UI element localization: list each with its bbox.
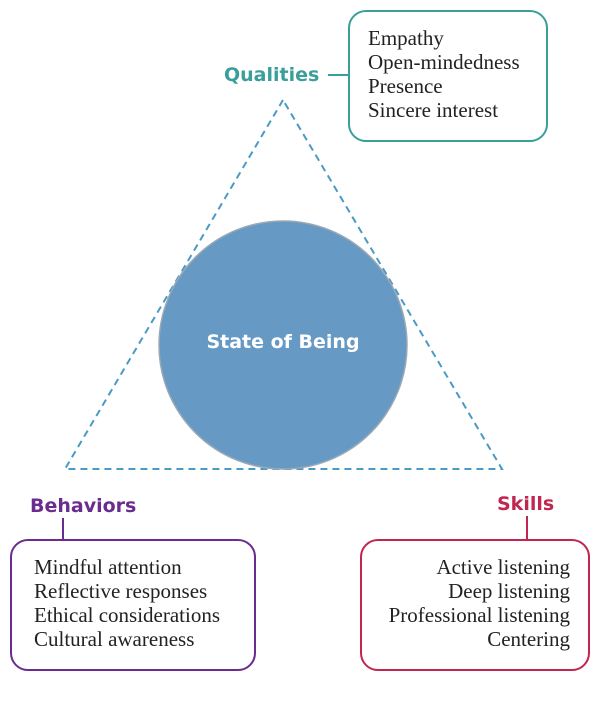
behaviors-item: Mindful attention <box>34 555 182 579</box>
qualities-item: Sincere interest <box>368 98 499 122</box>
skills-item: Professional listening <box>388 603 570 627</box>
skills-item: Active listening <box>436 555 570 579</box>
skills-label: Skills <box>497 493 555 515</box>
qualities-item: Presence <box>368 74 443 98</box>
behaviors-item: Ethical considerations <box>34 603 221 627</box>
skills-item: Centering <box>487 627 570 651</box>
qualities-box: Empathy Open-mindedness Presence Sincere… <box>348 10 548 142</box>
behaviors-item: Reflective responses <box>34 579 208 603</box>
dashed-triangle <box>63 98 504 470</box>
behaviors-label: Behaviors <box>30 495 137 517</box>
qualities-item: Empathy <box>368 26 444 50</box>
state-of-being-label: State of Being <box>206 331 360 353</box>
skills-box: Active listening Deep listening Professi… <box>360 539 590 671</box>
qualities-label: Qualities <box>224 64 320 86</box>
state-of-being-circle <box>158 220 408 470</box>
qualities-item: Open-mindedness <box>368 50 520 74</box>
skills-item: Deep listening <box>448 579 570 603</box>
behaviors-box: Mindful attention Reflective responses E… <box>10 539 256 671</box>
behaviors-item: Cultural awareness <box>34 627 195 651</box>
